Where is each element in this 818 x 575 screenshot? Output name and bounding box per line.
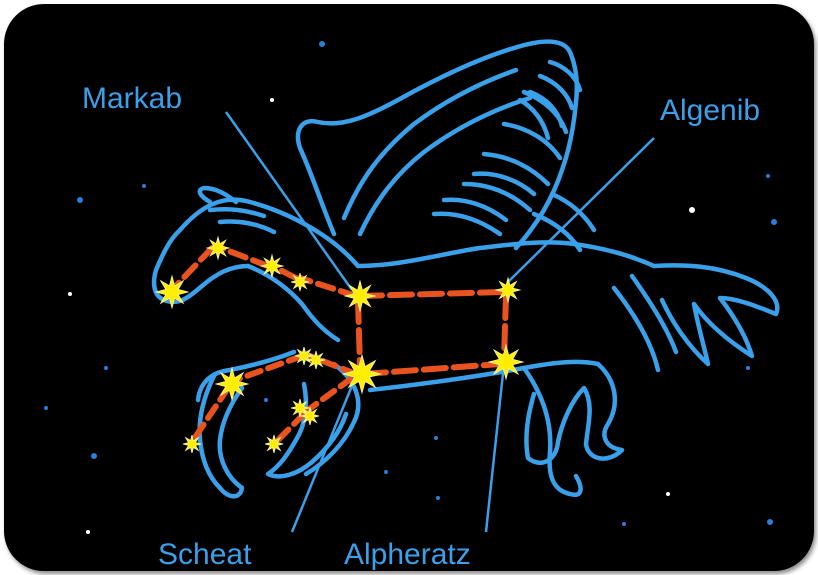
head-star (156, 276, 188, 308)
alpheratz-star (489, 345, 523, 379)
neck-star-2 (291, 273, 309, 291)
hoof-star-1 (265, 435, 283, 453)
leg-star-4 (301, 407, 319, 425)
background-star (622, 522, 626, 526)
alpheratz-label: Alpheratz (344, 538, 471, 571)
background-star (384, 470, 388, 474)
background-star (104, 366, 108, 370)
pegasus-hind-leg-outer (524, 368, 581, 495)
markab-star (345, 281, 375, 311)
background-star (77, 197, 83, 203)
pegasus-wing-feathers (434, 92, 566, 234)
background-star (666, 492, 670, 496)
leg-star-1 (295, 347, 313, 365)
background-star (767, 519, 773, 525)
neck-line-1 (300, 278, 356, 296)
algenib-label: Algenib (660, 94, 760, 127)
background-star (766, 174, 770, 178)
alpheratz-pointer (486, 364, 504, 532)
algenib-star (496, 278, 520, 302)
background-star (689, 207, 695, 213)
markab-label: Markab (82, 82, 182, 115)
background-star (771, 219, 777, 225)
pegasus-wing-tips (530, 62, 594, 250)
constellation-stars (156, 237, 523, 453)
background-star (319, 41, 325, 47)
square-bottom-line (364, 364, 500, 374)
pegasus-hind-leg (526, 364, 622, 463)
scheat-star (343, 355, 381, 393)
background-star (264, 398, 268, 402)
pegasus-wing-upper (344, 70, 530, 234)
square-top-line (360, 292, 504, 296)
background-star (86, 530, 90, 534)
hoof-star-2 (183, 435, 201, 453)
pegasus-back (358, 242, 654, 266)
nose-star (207, 237, 229, 259)
background-star (142, 184, 146, 188)
pegasus-mane (210, 209, 274, 232)
background-star (44, 406, 48, 410)
pegasus-diagram: Markab Algenib Scheat Alpheratz (4, 4, 814, 571)
pegasus-tail-strands (614, 276, 676, 370)
label-pointers (226, 112, 654, 532)
background-star (91, 453, 97, 459)
pegasus-tail (654, 265, 777, 364)
background-star (436, 496, 440, 500)
knee-star (216, 368, 248, 400)
night-sky-panel: Markab Algenib Scheat Alpheratz (4, 4, 814, 571)
leg-line-4 (308, 378, 352, 410)
neck-star-1 (261, 255, 283, 277)
background-star (68, 292, 72, 296)
background-star (270, 98, 274, 102)
background-star (746, 366, 750, 370)
background-star (434, 436, 438, 440)
scheat-label: Scheat (158, 538, 252, 571)
leg-star-2 (307, 351, 325, 369)
